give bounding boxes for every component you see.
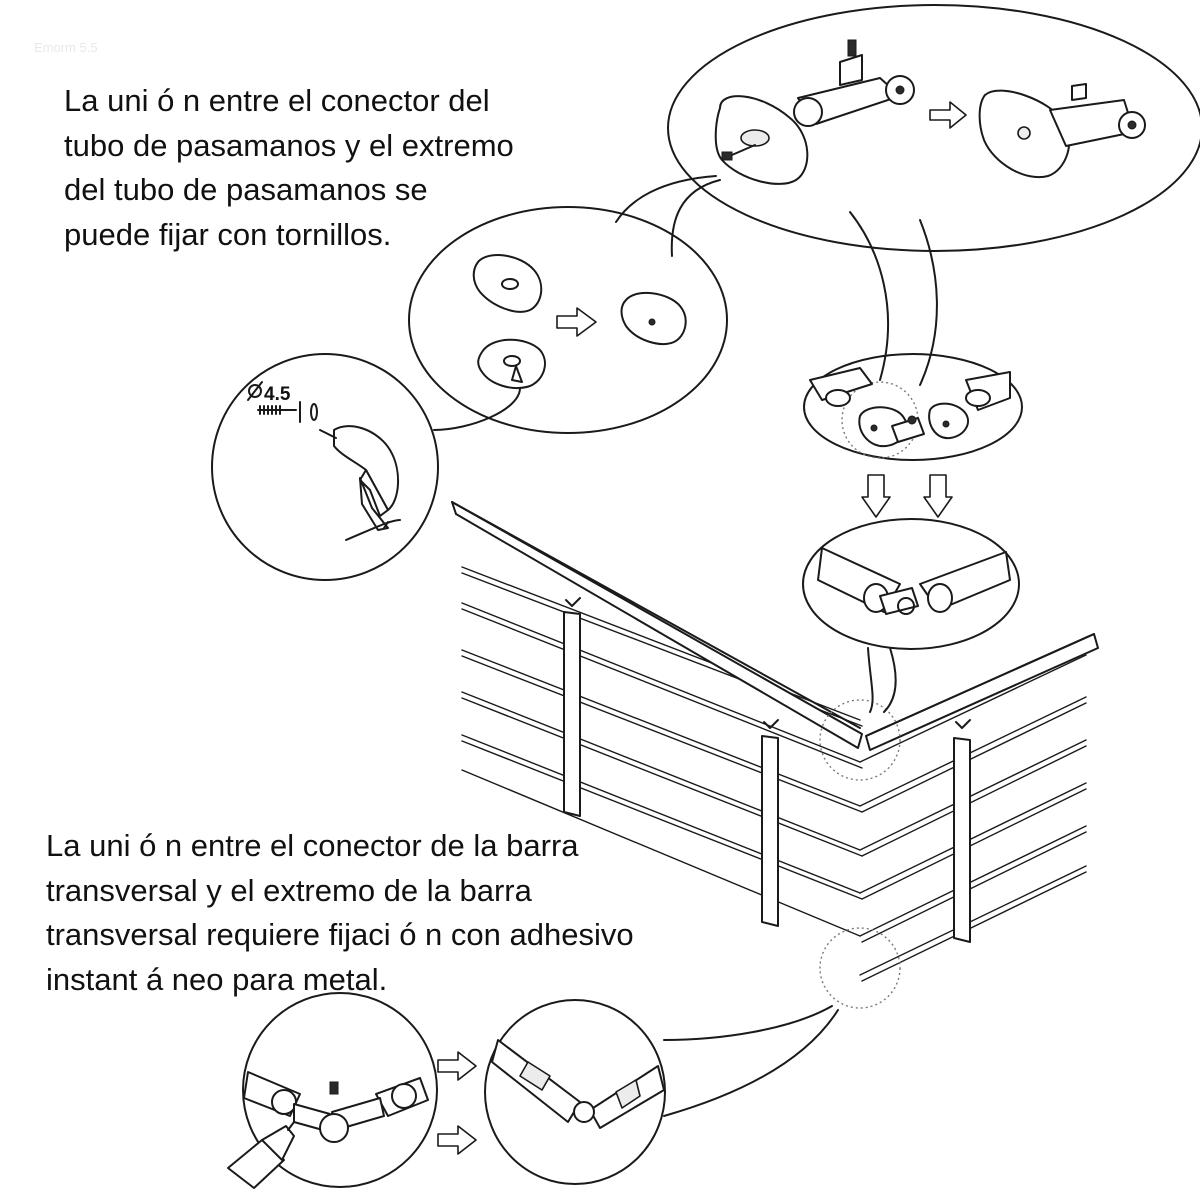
handrail-joint-assembled-bubble [802, 518, 1020, 713]
crossbar-joint-assembled-bubble [484, 999, 839, 1185]
right-arrow-icon [437, 1051, 477, 1081]
caption-line: instant á neo para metal. [46, 961, 388, 997]
base-plate-part [714, 95, 809, 185]
watermark-text: Emorm 5.5 [34, 40, 98, 55]
right-arrow-icon [437, 1125, 477, 1155]
drill-detail-bubble: 4.5 [211, 353, 439, 581]
railing-post [953, 719, 971, 943]
drill-diameter-label: 4.5 [264, 384, 291, 405]
handrail-left [451, 501, 863, 749]
mounting-plate-part [620, 291, 687, 345]
right-arrow-icon [929, 101, 967, 129]
connector-detail-bubble [615, 4, 1200, 386]
drill-icon [319, 425, 401, 541]
caption-line: puede fijar con tornillos. [64, 216, 392, 252]
crossbar-joint-callout [819, 927, 901, 1009]
down-arrow-icon [861, 474, 891, 518]
glue-bottle-icon [227, 1121, 295, 1189]
handrail-joint-exploded-bubble [803, 353, 1023, 461]
caption-line: transversal y el extremo de la barra [46, 872, 532, 908]
mounting-plate-part [477, 338, 546, 390]
railing-post [563, 597, 581, 817]
plate-drilling-bubble [408, 206, 728, 434]
railing-assembly [451, 501, 1099, 1009]
down-arrow-icon [923, 474, 953, 518]
railing-post [761, 719, 779, 927]
caption-line: La uni ó n entre el conector del [64, 83, 490, 118]
handrail-connector-caption: La uni ó n entre el conector del tubo de… [64, 79, 514, 257]
caption-line: tubo de pasamanos y el extremo [64, 127, 514, 163]
handrail-joint-callout [819, 699, 901, 781]
crossbar-glue-detail-bubble [227, 992, 438, 1189]
mounting-plate-part [472, 254, 543, 313]
caption-line: del tubo de pasamanos se [64, 172, 428, 207]
handrail-right [865, 633, 1099, 751]
caption-line: La uni ó n entre el conector de la barra [46, 828, 579, 863]
assembled-connector-part [978, 83, 1146, 179]
caption-line: transversal requiere fijaci ó n con adhe… [46, 917, 634, 952]
crossbar-connector-caption: La uni ó n entre el conector de la barra… [46, 824, 634, 1002]
right-arrow-icon [556, 307, 597, 337]
swivel-connector-part [793, 39, 915, 127]
drill-bit-diameter: 4.5 [247, 381, 318, 423]
